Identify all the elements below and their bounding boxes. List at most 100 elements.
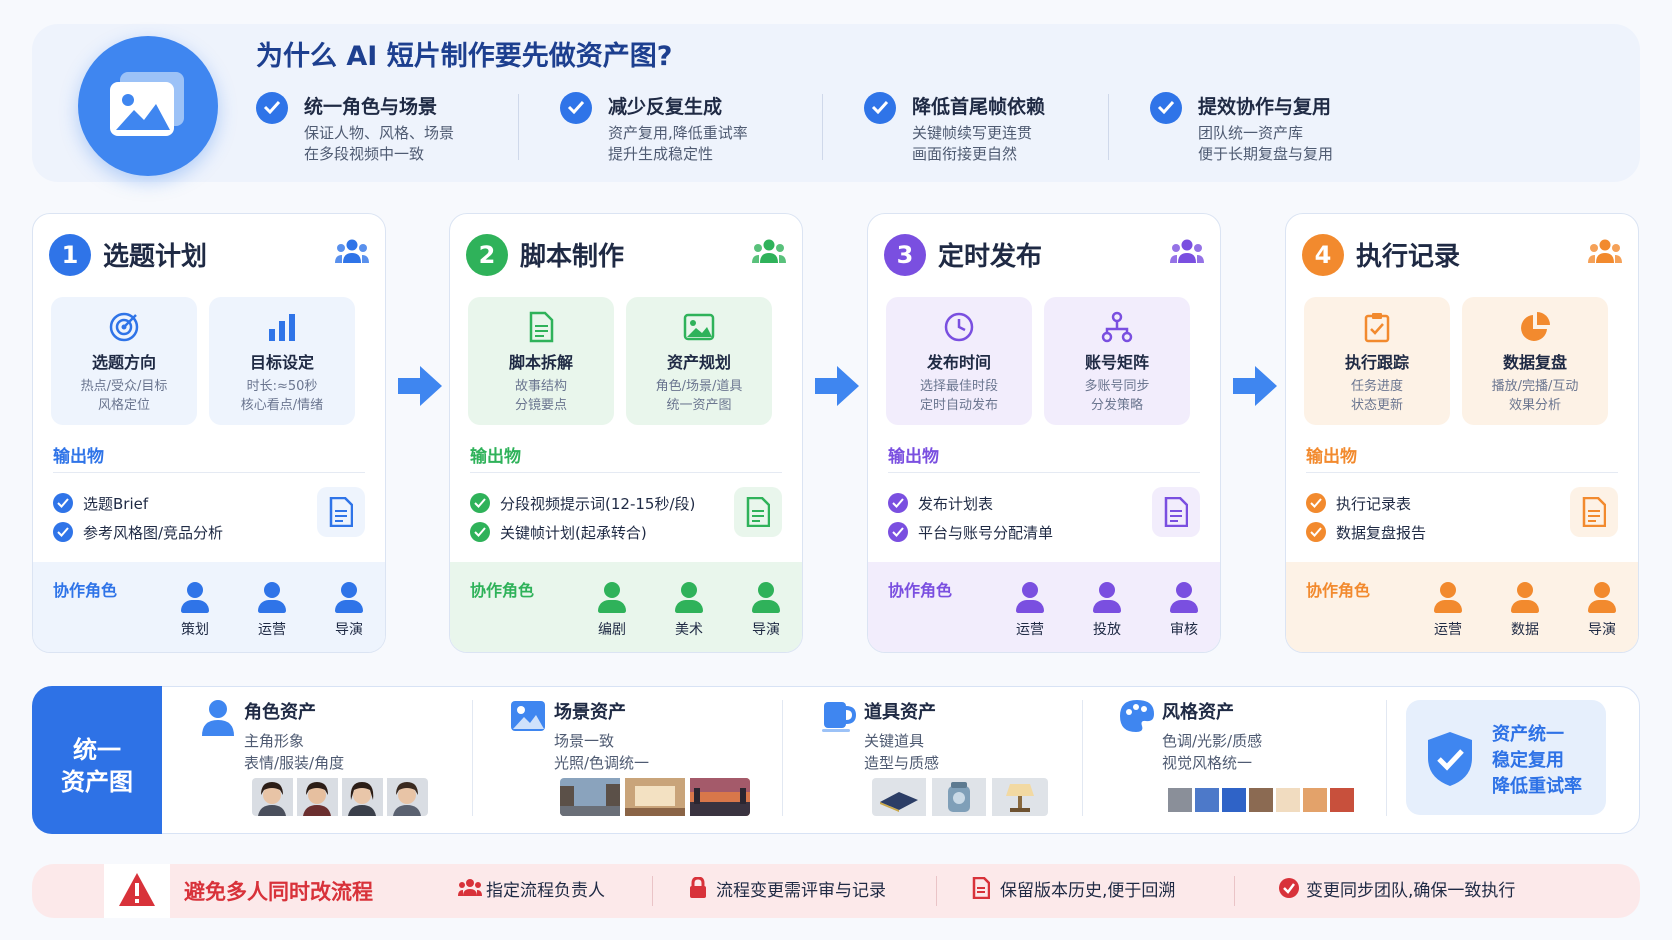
check-icon: [1306, 522, 1326, 542]
check-icon: [888, 522, 908, 542]
roles-panel: [1286, 562, 1638, 652]
reason-title: 提效协作与复用: [1198, 96, 1332, 118]
output-document-icon: [734, 487, 782, 537]
unify-badge: 统一 资产图: [32, 686, 162, 834]
person-body: [258, 600, 286, 613]
roles-label: 协作角色: [888, 581, 953, 600]
tile-line: 时长:≈50秒: [246, 379, 318, 394]
reason-title: 统一角色与场景: [304, 96, 438, 118]
role-item: 运营: [247, 582, 297, 639]
person-body: [1511, 600, 1539, 613]
tile-document: 脚本拆解 故事结构 分镜要点: [468, 297, 614, 425]
scene-thumbnails: [560, 778, 750, 816]
warning-item-text: 指定流程负责人: [486, 881, 605, 901]
roles-label: 协作角色: [53, 581, 118, 600]
divider: [782, 700, 783, 816]
check-icon: [1150, 92, 1182, 124]
divider: [53, 472, 365, 473]
arrow-right-icon: [815, 366, 859, 406]
stage-title: 脚本制作: [520, 242, 625, 272]
output-label: 输出物: [1306, 447, 1357, 467]
person-icon: [1594, 582, 1610, 598]
asset-title: 场景资产: [554, 702, 626, 723]
tile-clipboard-check: 执行跟踪 任务进度 状态更新: [1304, 297, 1450, 425]
gallery-logo-icon: [78, 36, 218, 176]
stage-title: 定时发布: [938, 242, 1043, 272]
output-text: 发布计划表: [918, 495, 994, 513]
role-name: 美术: [675, 622, 703, 638]
output-document-icon: [1152, 487, 1200, 537]
role-name: 运营: [1434, 622, 1462, 638]
benefit-line: 降低重试率: [1492, 776, 1582, 797]
person-icon: [604, 582, 620, 598]
reason-title: 降低首尾帧依赖: [912, 96, 1046, 118]
reason-line: 关键帧续写更连贯: [912, 124, 1033, 142]
reason-2: 减少反复生成 资产复用,降低重试率 提升生成稳定性: [560, 92, 830, 167]
asset-title: 道具资产: [864, 702, 936, 723]
stage-title: 执行记录: [1356, 242, 1461, 272]
stage-number: 4: [1302, 234, 1344, 276]
output-document-icon: [1570, 487, 1618, 537]
check-icon: [256, 92, 288, 124]
divider: [936, 876, 937, 906]
person-icon: [187, 582, 203, 598]
asset-line: 场景一致: [554, 732, 615, 750]
person-icon: [202, 700, 234, 736]
person-icon: [264, 582, 280, 598]
tile-line: 多账号同步: [1084, 379, 1150, 394]
header-panel: [32, 24, 1640, 182]
check-icon: [470, 522, 490, 542]
person-icon: [758, 582, 774, 598]
clock-icon: [943, 311, 975, 347]
output-text: 执行记录表: [1336, 495, 1412, 513]
stage-card-1: 1 选题计划 选题方向 热点/受众/目标 风格定位 目标设定 时长:≈50秒 核…: [32, 213, 386, 653]
tile-title: 资产规划: [666, 353, 731, 372]
role-name: 导演: [1588, 622, 1616, 638]
role-name: 编剧: [598, 622, 626, 638]
tile-title: 发布时间: [926, 353, 991, 372]
role-name: 运营: [258, 622, 286, 638]
check-icon: [53, 493, 73, 513]
role-item: 导演: [324, 582, 374, 639]
role-name: 审核: [1170, 622, 1198, 638]
check-icon: [864, 92, 896, 124]
reason-4: 提效协作与复用 团队统一资产库 便于长期复盘与复用: [1150, 92, 1420, 167]
landscape-icon: [511, 701, 545, 731]
output-text: 关键帧计划(起承转合): [500, 524, 647, 542]
unify-label: 资产图: [61, 768, 133, 796]
arrow-right-icon: [1233, 366, 1277, 406]
divider: [1234, 876, 1235, 906]
roles-panel: [868, 562, 1220, 652]
tile-line: 状态更新: [1350, 398, 1403, 413]
asset-line: 关键道具: [864, 732, 925, 750]
tile-line: 定时自动发布: [919, 398, 998, 413]
warning-icon-box: [104, 864, 170, 918]
output-text: 分段视频提示词(12-15秒/段): [500, 495, 696, 513]
divider: [470, 472, 782, 473]
person-body: [1588, 600, 1616, 613]
team-icon: [1170, 238, 1204, 268]
cup-icon: [822, 702, 856, 732]
role-item: 导演: [1577, 582, 1627, 639]
warning-item-text: 流程变更需评审与记录: [716, 881, 886, 901]
role-item: 运营: [1423, 582, 1473, 639]
person-icon: [1022, 582, 1038, 598]
divider: [1082, 700, 1083, 816]
stage-title: 选题计划: [103, 242, 208, 272]
tile-title: 目标设定: [249, 353, 314, 372]
divider: [1306, 472, 1618, 473]
check-icon: [470, 493, 490, 513]
tile-title: 账号矩阵: [1084, 353, 1149, 372]
role-item: 编剧: [587, 582, 637, 639]
divider: [822, 94, 823, 160]
benefit-badge: 资产统一 稳定复用 降低重试率: [1406, 700, 1606, 815]
output-label: 输出物: [470, 447, 521, 467]
role-item: 策划: [170, 582, 220, 639]
unify-label: 统一: [73, 736, 121, 764]
asset-line: 视觉风格统一: [1162, 754, 1253, 772]
network-icon: [1101, 311, 1133, 347]
team-icon: [1588, 238, 1622, 268]
role-item: 投放: [1082, 582, 1132, 639]
tile-title: 选题方向: [91, 353, 156, 372]
tile-line: 核心看点/情绪: [240, 398, 324, 413]
